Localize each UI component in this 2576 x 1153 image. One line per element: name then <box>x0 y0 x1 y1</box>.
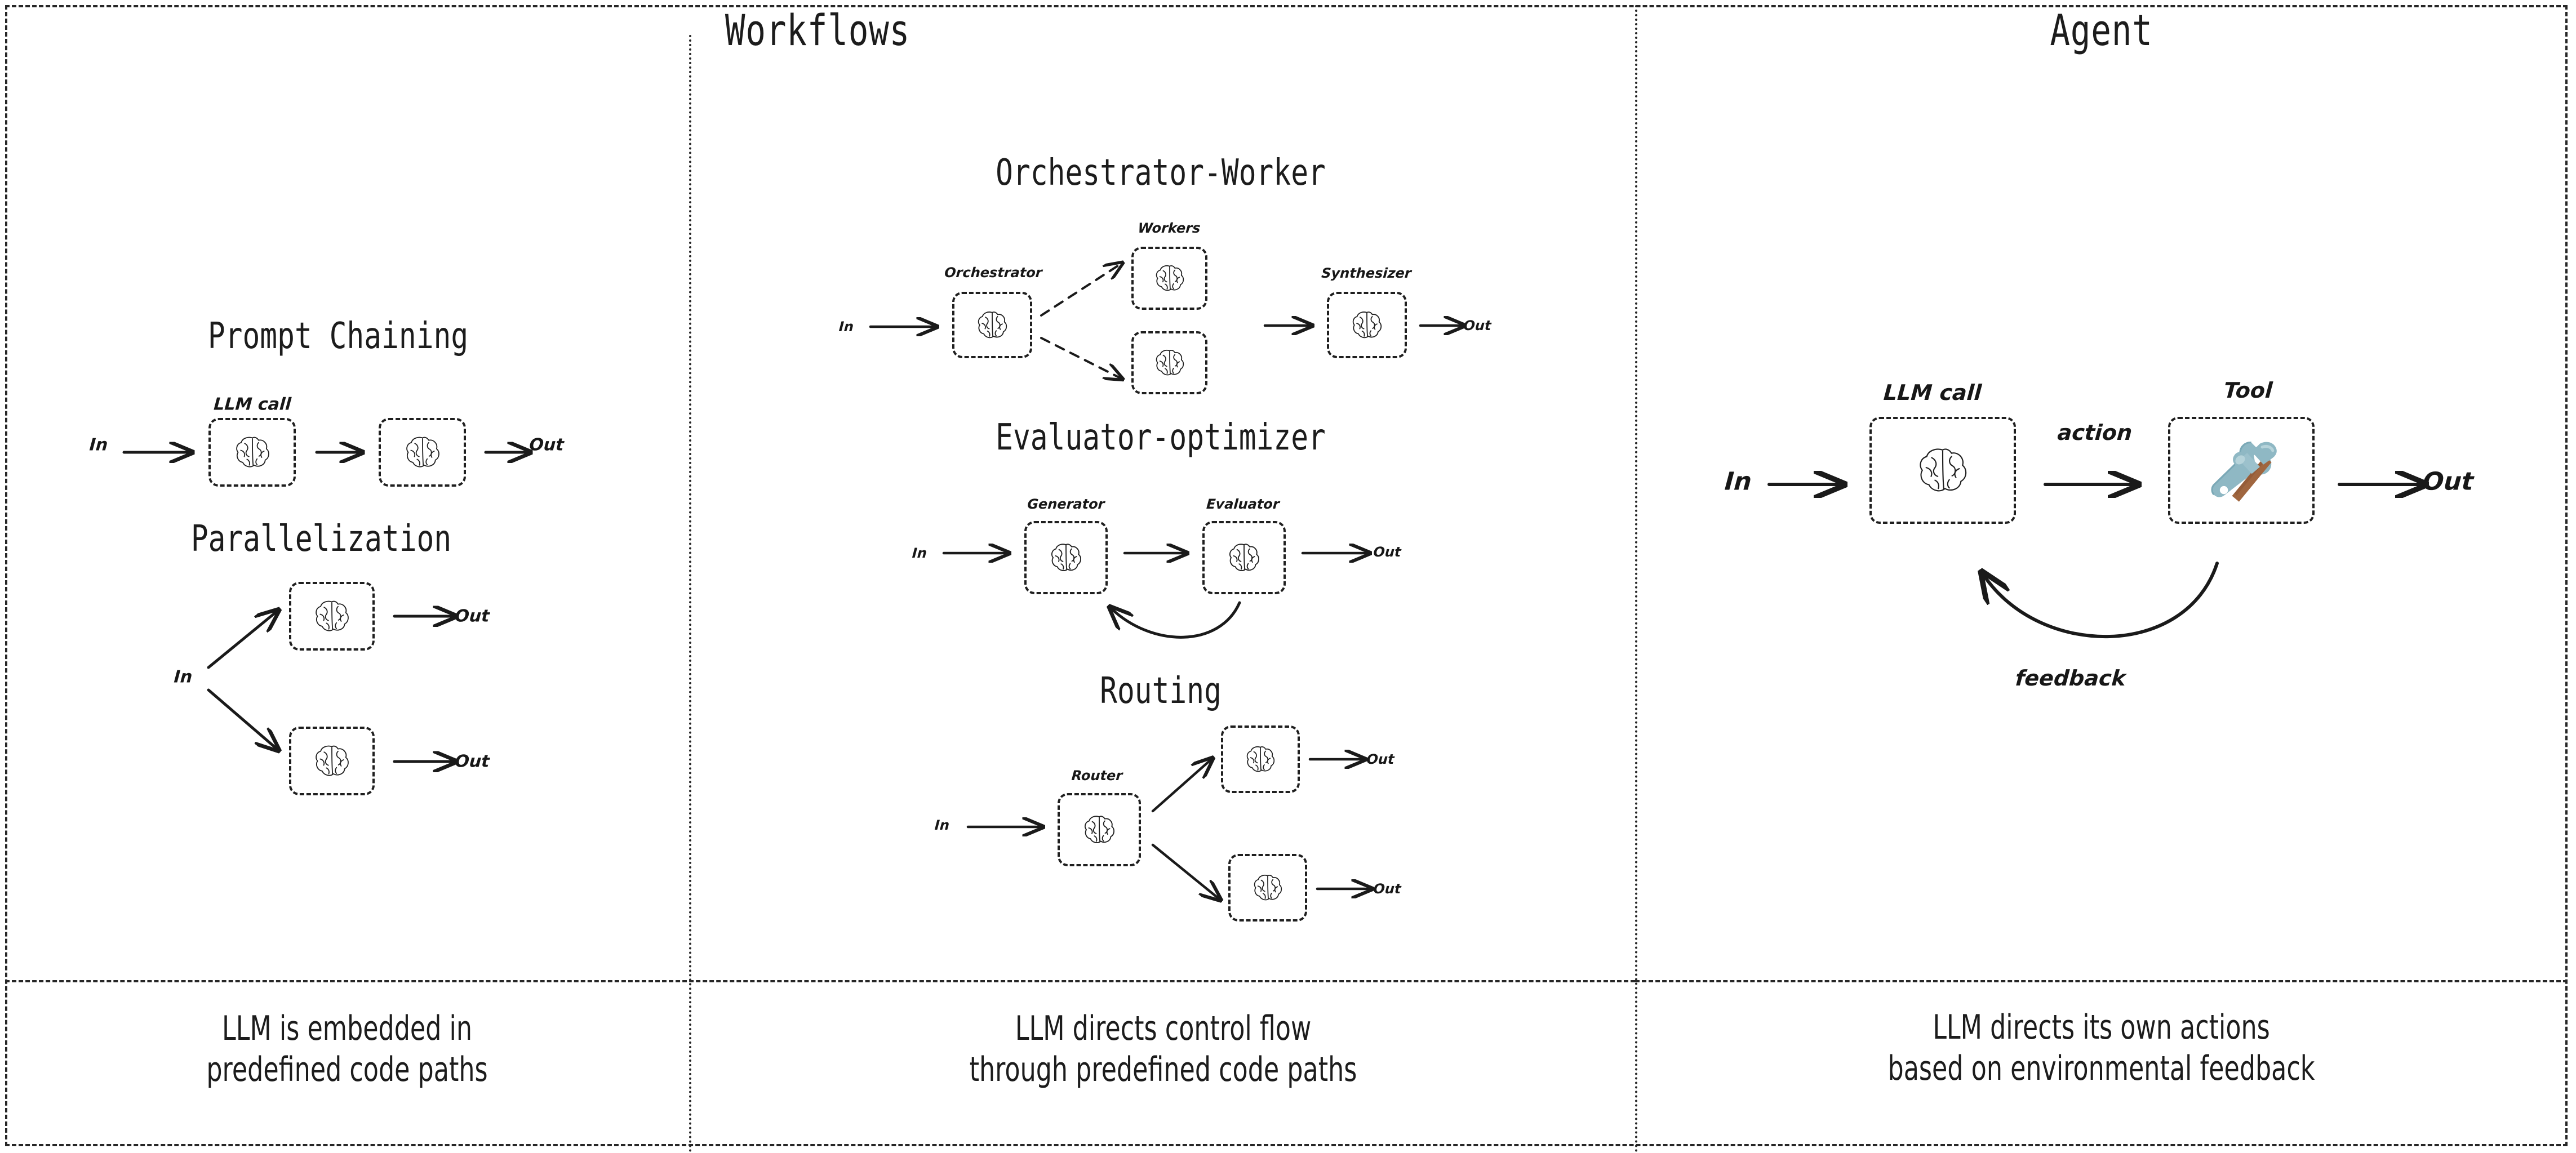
evaluator-label: Evaluator <box>1206 496 1280 512</box>
hammer-and-wrench-icon <box>2211 442 2277 502</box>
caption-agent: LLM directs its own actions based on env… <box>1887 1008 2315 1089</box>
brain-icon <box>1051 544 1081 571</box>
parallelization-node-bottom[interactable] <box>289 727 375 795</box>
orchestrator-label: Orchestrator <box>944 265 1043 281</box>
section-title-evaluator-optimizer: Evaluator-optimizer <box>996 417 1326 458</box>
section-title-parallelization: Parallelization <box>190 518 452 560</box>
routing-target-node-bottom[interactable] <box>1228 854 1307 921</box>
brain-icon <box>1084 816 1114 843</box>
agent-tool-node[interactable] <box>2168 417 2315 524</box>
brain-icon <box>1229 544 1259 571</box>
routing-target-node-top[interactable] <box>1221 725 1300 793</box>
workers-label: Workers <box>1137 220 1201 236</box>
prompt-chaining-node-1[interactable] <box>208 418 296 487</box>
agent-llm-call-label: LLM call <box>1882 380 1983 405</box>
agent-feedback-label: feedback <box>2014 666 2127 691</box>
agent-tool-label: Tool <box>2223 378 2273 403</box>
prompt-chaining-in-label: In <box>88 435 109 455</box>
agent-llm-call-node[interactable] <box>1869 417 2016 524</box>
prompt-chaining-llm-call-label: LLM call <box>213 394 292 415</box>
routing-in-label: In <box>934 817 950 833</box>
brain-icon <box>406 437 439 468</box>
divider-workflows-agent <box>1635 5 1637 1153</box>
divider-agent-caption <box>1635 980 2568 982</box>
generator-label: Generator <box>1027 496 1105 512</box>
prompt-chaining-node-2[interactable] <box>379 418 466 487</box>
outer-dashed-frame <box>5 5 2568 1146</box>
orchestrator-node[interactable] <box>952 292 1032 358</box>
orchestrator-worker-in-label: In <box>838 319 854 335</box>
parallelization-out-bottom-label: Out <box>454 751 490 772</box>
caption-workflows-left: LLM is embedded in predefined code paths <box>206 1009 488 1090</box>
orchestrator-worker-out-label: Out <box>1463 318 1492 333</box>
synthesizer-node[interactable] <box>1327 292 1407 358</box>
prompt-chaining-out-label: Out <box>528 435 565 455</box>
agent-in-label: In <box>1724 467 1753 496</box>
brain-icon <box>1254 874 1282 901</box>
router-label: Router <box>1071 768 1123 783</box>
brain-icon <box>1156 265 1184 291</box>
evaluator-node[interactable] <box>1202 521 1286 594</box>
routing-out-top-label: Out <box>1366 751 1395 767</box>
agent-out-label: Out <box>2422 467 2475 496</box>
agent-action-label: action <box>2057 420 2133 445</box>
brain-icon <box>236 437 269 468</box>
parallelization-out-top-label: Out <box>454 606 490 626</box>
evaluator-optimizer-out-label: Out <box>1373 544 1402 560</box>
synthesizer-label: Synthesizer <box>1321 265 1412 281</box>
parallelization-in-label: In <box>173 667 193 687</box>
brain-icon <box>978 311 1007 339</box>
section-title-routing: Routing <box>1100 670 1222 712</box>
worker-node-top[interactable] <box>1131 247 1207 310</box>
brain-icon <box>1920 448 1967 492</box>
router-node[interactable] <box>1058 793 1141 866</box>
worker-node-bottom[interactable] <box>1131 331 1207 394</box>
section-title-orchestrator-worker: Orchestrator-Worker <box>996 152 1326 194</box>
routing-out-bottom-label: Out <box>1373 881 1402 897</box>
generator-node[interactable] <box>1024 521 1108 594</box>
divider-workflows-left-mid <box>689 35 691 1153</box>
page-title-agent: Agent <box>2050 5 2153 55</box>
section-title-prompt-chaining: Prompt Chaining <box>207 315 469 357</box>
parallelization-node-top[interactable] <box>289 582 375 651</box>
brain-icon <box>1156 349 1184 376</box>
divider-workflows-caption <box>5 980 1635 982</box>
evaluator-optimizer-in-label: In <box>912 545 927 561</box>
brain-icon <box>316 600 349 631</box>
caption-workflows-mid: LLM directs control flow through predefi… <box>969 1009 1357 1090</box>
page-title-workflows: Workflows <box>725 5 911 55</box>
brain-icon <box>316 745 349 776</box>
brain-icon <box>1352 311 1382 339</box>
brain-icon <box>1246 746 1275 772</box>
